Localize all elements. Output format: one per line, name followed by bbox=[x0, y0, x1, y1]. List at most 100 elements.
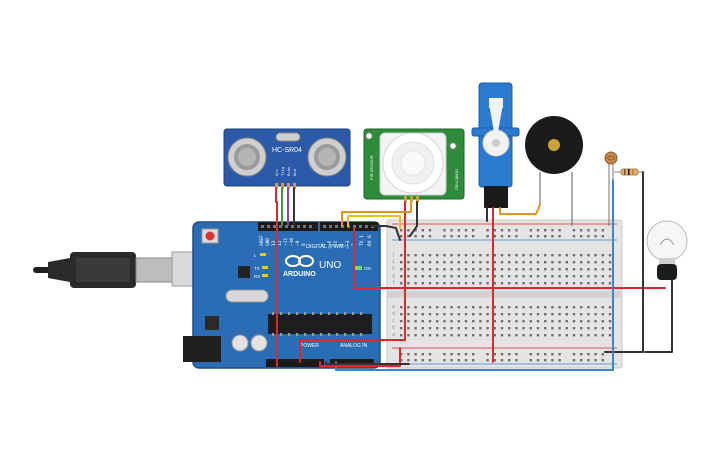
breadboard-hole[interactable] bbox=[472, 229, 475, 232]
breadboard-hole[interactable] bbox=[601, 359, 604, 362]
breadboard-hole[interactable] bbox=[479, 320, 482, 323]
breadboard-hole[interactable] bbox=[400, 306, 403, 309]
breadboard-hole[interactable] bbox=[522, 254, 525, 257]
breadboard-hole[interactable] bbox=[450, 306, 453, 309]
breadboard-hole[interactable] bbox=[536, 275, 540, 278]
breadboard-hole[interactable] bbox=[587, 334, 590, 337]
breadboard-hole[interactable] bbox=[400, 254, 403, 257]
breadboard-hole[interactable] bbox=[414, 261, 417, 264]
breadboard-hole[interactable] bbox=[515, 235, 518, 238]
breadboard-hole[interactable] bbox=[464, 327, 468, 330]
breadboard-hole[interactable] bbox=[544, 320, 547, 323]
breadboard-hole[interactable] bbox=[594, 268, 597, 271]
breadboard-hole[interactable] bbox=[572, 313, 576, 316]
breadboard-hole[interactable] bbox=[594, 306, 597, 309]
breadboard-hole[interactable] bbox=[400, 282, 403, 285]
breadboard-hole[interactable] bbox=[529, 261, 532, 264]
breadboard-hole[interactable] bbox=[428, 359, 432, 362]
breadboard-hole[interactable] bbox=[565, 275, 568, 278]
breadboard-hole[interactable] bbox=[551, 268, 554, 271]
breadboard-hole[interactable] bbox=[464, 320, 468, 323]
breadboard-hole[interactable] bbox=[486, 334, 489, 337]
breadboard-hole[interactable] bbox=[529, 268, 532, 271]
breadboard-hole[interactable] bbox=[436, 320, 439, 323]
breadboard-hole[interactable] bbox=[529, 254, 532, 257]
breadboard-hole[interactable] bbox=[428, 282, 432, 285]
breadboard-hole[interactable] bbox=[544, 275, 547, 278]
breadboard-hole[interactable] bbox=[457, 320, 460, 323]
breadboard-hole[interactable] bbox=[544, 229, 547, 232]
breadboard-hole[interactable] bbox=[529, 235, 532, 238]
reset-button[interactable] bbox=[201, 228, 219, 244]
breadboard-hole[interactable] bbox=[428, 334, 432, 337]
breadboard-hole[interactable] bbox=[594, 320, 597, 323]
breadboard-hole[interactable] bbox=[529, 229, 532, 232]
breadboard-hole[interactable] bbox=[428, 229, 432, 232]
breadboard-hole[interactable] bbox=[608, 334, 612, 337]
breadboard-hole[interactable] bbox=[508, 320, 511, 323]
breadboard-hole[interactable] bbox=[457, 235, 460, 238]
breadboard-hole[interactable] bbox=[544, 261, 547, 264]
breadboard-hole[interactable] bbox=[551, 254, 554, 257]
breadboard-hole[interactable] bbox=[558, 359, 561, 362]
breadboard-hole[interactable] bbox=[486, 320, 489, 323]
breadboard-hole[interactable] bbox=[565, 327, 568, 330]
breadboard-hole[interactable] bbox=[515, 268, 518, 271]
breadboard-hole[interactable] bbox=[601, 334, 604, 337]
breadboard-hole[interactable] bbox=[428, 320, 432, 323]
breadboard-hole[interactable] bbox=[479, 306, 482, 309]
breadboard-hole[interactable] bbox=[572, 261, 576, 264]
breadboard-hole[interactable] bbox=[493, 313, 496, 316]
breadboard-hole[interactable] bbox=[464, 353, 468, 356]
breadboard-hole[interactable] bbox=[443, 359, 446, 362]
piezo-buzzer[interactable] bbox=[525, 116, 583, 226]
breadboard-hole[interactable] bbox=[580, 275, 583, 278]
breadboard-hole[interactable] bbox=[572, 229, 576, 232]
breadboard-hole[interactable] bbox=[414, 229, 417, 232]
breadboard-hole[interactable] bbox=[421, 229, 424, 232]
breadboard-hole[interactable] bbox=[551, 282, 554, 285]
breadboard-hole[interactable] bbox=[428, 235, 432, 238]
breadboard-hole[interactable] bbox=[601, 235, 604, 238]
breadboard-hole[interactable] bbox=[472, 353, 475, 356]
breadboard-hole[interactable] bbox=[486, 327, 489, 330]
breadboard-hole[interactable] bbox=[493, 320, 496, 323]
breadboard[interactable]: j i h g f e d c b a bbox=[386, 219, 623, 369]
breadboard-hole[interactable] bbox=[544, 313, 547, 316]
breadboard-hole[interactable] bbox=[493, 306, 496, 309]
breadboard-hole[interactable] bbox=[464, 306, 468, 309]
breadboard-hole[interactable] bbox=[400, 268, 403, 271]
breadboard-hole[interactable] bbox=[608, 282, 612, 285]
breadboard-hole[interactable] bbox=[464, 254, 468, 257]
breadboard-hole[interactable] bbox=[414, 327, 417, 330]
breadboard-hole[interactable] bbox=[414, 254, 417, 257]
breadboard-hole[interactable] bbox=[529, 327, 532, 330]
breadboard-hole[interactable] bbox=[407, 275, 410, 278]
breadboard-hole[interactable] bbox=[407, 306, 410, 309]
breadboard-hole[interactable] bbox=[457, 306, 460, 309]
breadboard-hole[interactable] bbox=[522, 313, 525, 316]
breadboard-hole[interactable] bbox=[400, 353, 403, 356]
breadboard-hole[interactable] bbox=[464, 261, 468, 264]
breadboard-hole[interactable] bbox=[508, 268, 511, 271]
breadboard-hole[interactable] bbox=[472, 282, 475, 285]
breadboard-hole[interactable] bbox=[572, 359, 576, 362]
breadboard-hole[interactable] bbox=[486, 235, 489, 238]
power-jack[interactable] bbox=[183, 336, 221, 362]
breadboard-hole[interactable] bbox=[536, 254, 540, 257]
breadboard-hole[interactable] bbox=[601, 306, 604, 309]
breadboard-hole[interactable] bbox=[428, 254, 432, 257]
breadboard-hole[interactable] bbox=[443, 306, 446, 309]
breadboard-hole[interactable] bbox=[608, 313, 612, 316]
breadboard-hole[interactable] bbox=[421, 320, 424, 323]
breadboard-hole[interactable] bbox=[428, 313, 432, 316]
breadboard-hole[interactable] bbox=[601, 261, 604, 264]
breadboard-hole[interactable] bbox=[544, 235, 547, 238]
breadboard-hole[interactable] bbox=[486, 282, 489, 285]
breadboard-hole[interactable] bbox=[436, 334, 439, 337]
breadboard-hole[interactable] bbox=[536, 235, 540, 238]
breadboard-hole[interactable] bbox=[522, 320, 525, 323]
breadboard-hole[interactable] bbox=[479, 313, 482, 316]
breadboard-hole[interactable] bbox=[500, 306, 504, 309]
breadboard-hole[interactable] bbox=[572, 268, 576, 271]
